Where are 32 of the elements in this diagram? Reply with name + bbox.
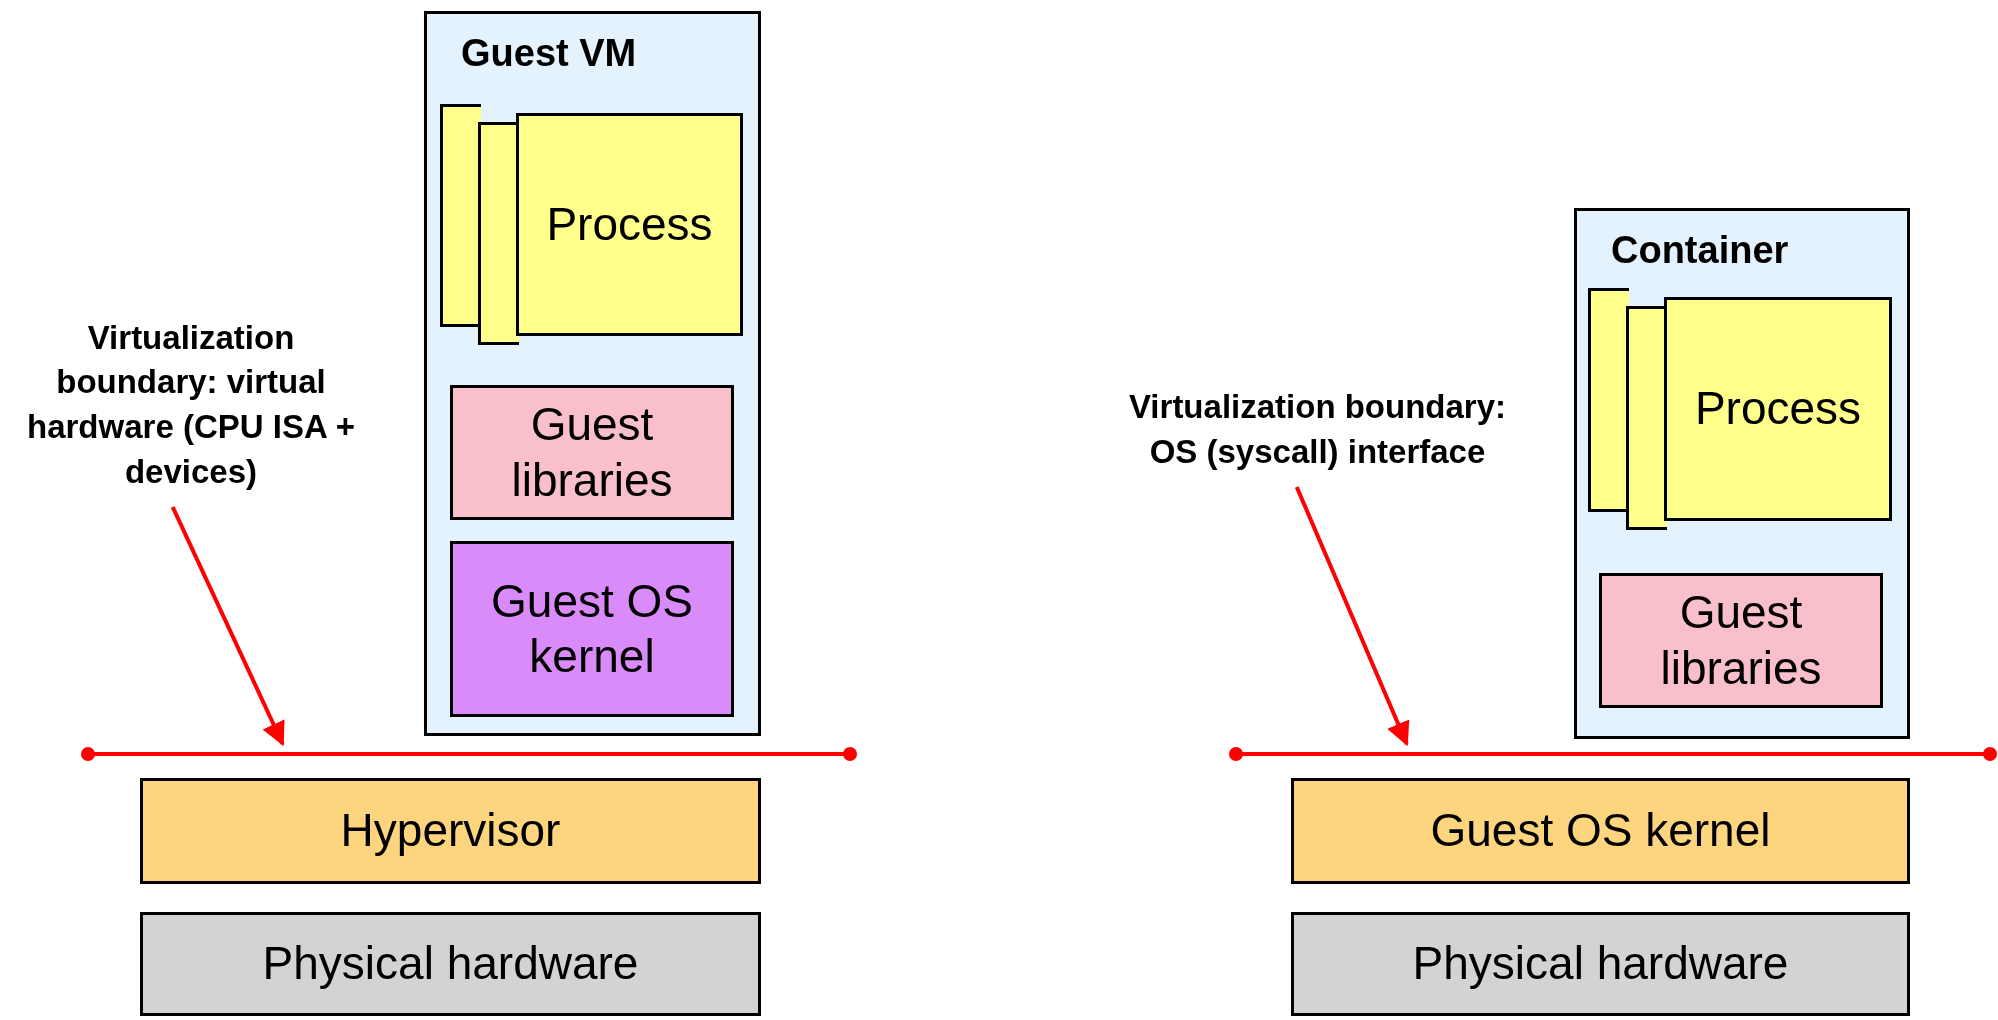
library-box: [1599, 573, 1883, 708]
layer-label: Guest libraries: [1659, 585, 1823, 696]
layer-label: Guest libraries: [510, 397, 674, 508]
layer-label: Process: [1693, 381, 1863, 437]
process-card: [516, 113, 743, 336]
hypervisor-box: [140, 778, 761, 884]
boundary-line: [80, 744, 858, 764]
container-box: [1574, 208, 1910, 739]
group-title: Guest VM: [461, 32, 637, 75]
layer-label: Physical hardware: [1411, 936, 1790, 992]
layer-label: Guest OS kernel: [1429, 803, 1772, 859]
vm-box: [424, 11, 761, 736]
kernel-box: [1291, 778, 1910, 884]
layer-label: Hypervisor: [339, 803, 562, 859]
boundary-line: [1228, 744, 1998, 764]
group-title: Container: [1611, 229, 1789, 272]
layer-label: Process: [545, 196, 714, 252]
layer-label: Physical hardware: [261, 936, 640, 992]
library-box: [450, 385, 734, 520]
boundary-label: Virtualization boundary: virtual hardware (CPU ISA + devices): [26, 317, 356, 492]
process-card: [1588, 288, 1629, 512]
leader-arrow: [1294, 486, 1410, 747]
process-card: [1626, 306, 1667, 530]
process-card: [440, 104, 481, 327]
hardware-box: [1291, 912, 1910, 1016]
layer-label: Guest OS kernel: [490, 573, 694, 684]
process-card: [478, 122, 519, 345]
boundary-label: Virtualization boundary: OS (syscall) interface: [1127, 387, 1508, 472]
hardware-box: [140, 912, 761, 1016]
leader-arrow: [170, 506, 285, 747]
kernel-box: [450, 541, 734, 717]
process-card: [1664, 297, 1892, 521]
